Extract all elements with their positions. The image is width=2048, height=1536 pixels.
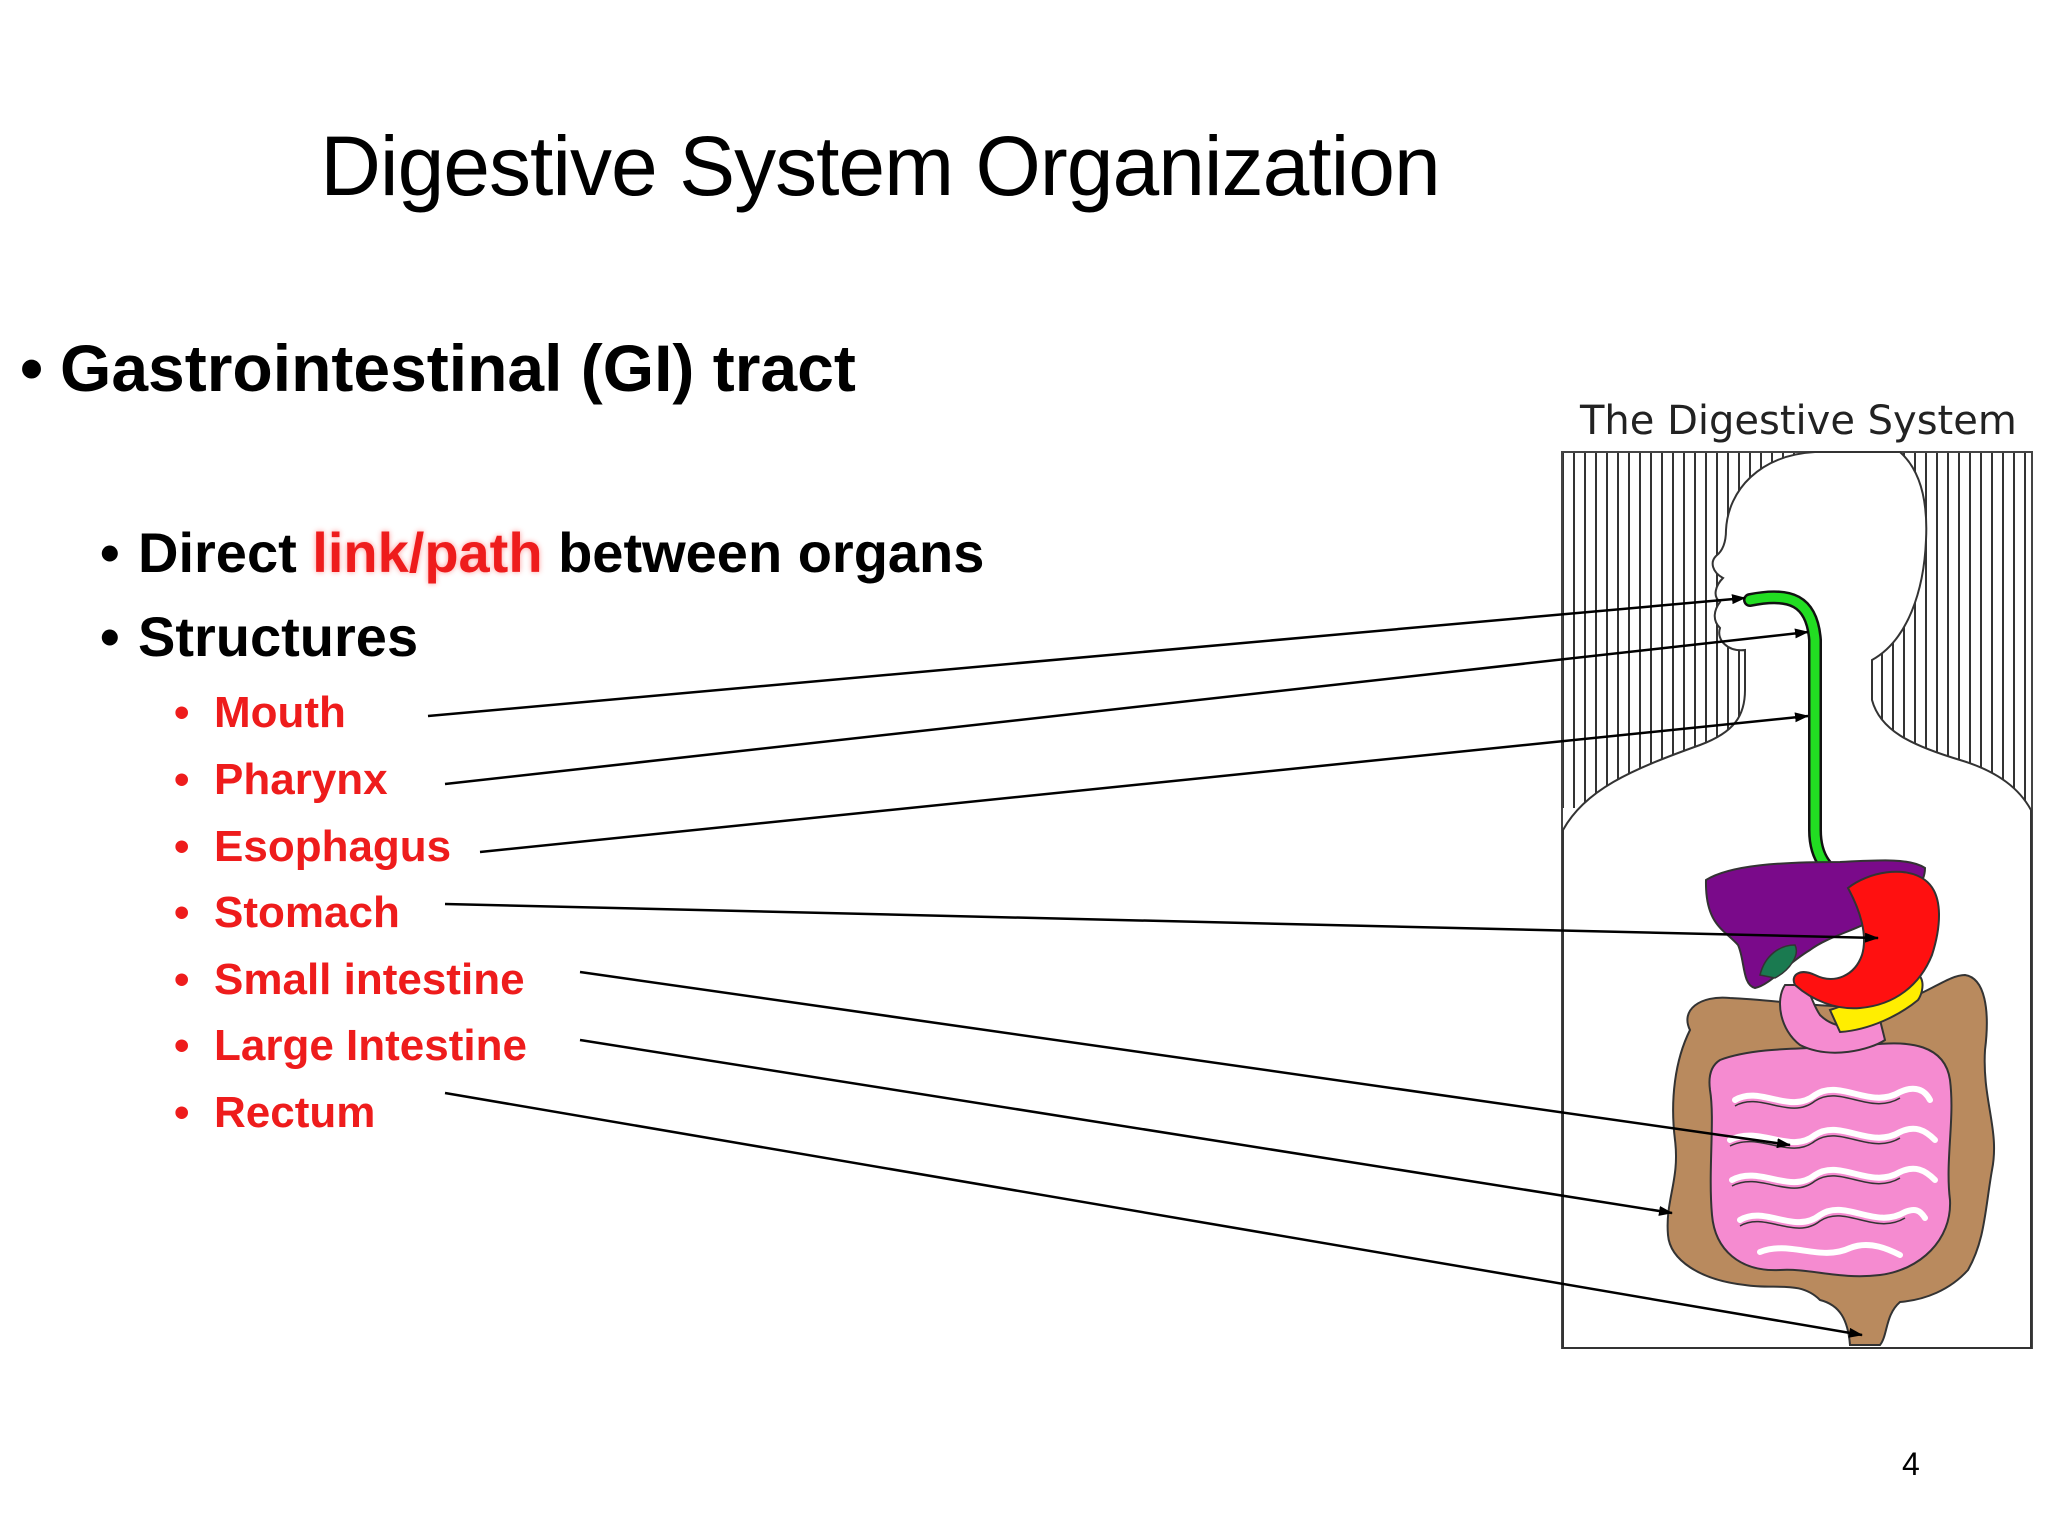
bullet-icon: • — [100, 521, 120, 584]
structure-item-mouth: • Mouth — [174, 688, 346, 738]
bullet-icon: • — [174, 1021, 190, 1070]
arrows — [427, 594, 1879, 1338]
bullet-structures: • Structures — [100, 604, 418, 669]
structure-item-rectum: • Rectum — [174, 1088, 375, 1138]
structure-item-esophagus: • Esophagus — [174, 822, 451, 872]
gallbladder-shape — [1759, 944, 1797, 979]
structure-label: Esophagus — [214, 822, 452, 871]
bullet-icon: • — [174, 688, 190, 737]
arrow-stomach — [444, 902, 1879, 943]
bullet-icon: • — [100, 605, 120, 668]
intestine-loops — [1727, 1085, 1938, 1258]
bullet-gi-tract: •Gastrointestinal (GI) tract — [20, 330, 856, 406]
arrow-mouth — [427, 594, 1746, 718]
bullet-direct-link: • Direct link/path between organs — [100, 520, 984, 585]
structure-item-large-intestine: • Large Intestine — [174, 1021, 527, 1071]
highlight-link-path: link/path — [312, 521, 543, 584]
structure-item-stomach: • Stomach — [174, 888, 400, 938]
arrow-pharynx — [444, 628, 1809, 786]
bullet-structures-text: Structures — [138, 605, 419, 668]
bullet-icon: • — [174, 822, 190, 871]
structure-label: Stomach — [214, 888, 400, 937]
arrow-small-intestine — [579, 970, 1791, 1149]
structure-item-small-intestine: • Small intestine — [174, 955, 525, 1005]
small-intestine-shape — [1708, 1042, 1953, 1278]
structure-label: Large Intestine — [214, 1021, 527, 1070]
arrow-esophagus — [479, 712, 1809, 854]
bullet-between-text: between organs — [542, 521, 985, 584]
bullet-icon: • — [174, 955, 190, 1004]
bullet-icon: • — [174, 755, 190, 804]
arrow-rectum — [444, 1091, 1863, 1338]
structure-label: Small intestine — [214, 955, 525, 1004]
bullet-icon: • — [20, 331, 44, 405]
arrow-large-intestine — [579, 1038, 1673, 1216]
structure-label: Pharynx — [214, 755, 388, 804]
slide-title: Digestive System Organization — [320, 119, 1440, 213]
structure-item-pharynx: • Pharynx — [174, 755, 388, 805]
bullet-gi-tract-text: Gastrointestinal (GI) tract — [60, 331, 856, 405]
duodenum-shape — [1779, 984, 1887, 1054]
intestine-loop-outlines — [1729, 1095, 1906, 1229]
bullet-direct-text: Direct — [138, 521, 313, 584]
bullet-icon: • — [174, 888, 190, 937]
figure-title: The Digestive System — [1580, 398, 2017, 444]
structure-label: Rectum — [214, 1088, 376, 1137]
page-number: 4 — [1902, 1446, 1920, 1482]
structure-label: Mouth — [214, 688, 346, 737]
bullet-icon: • — [174, 1088, 190, 1137]
